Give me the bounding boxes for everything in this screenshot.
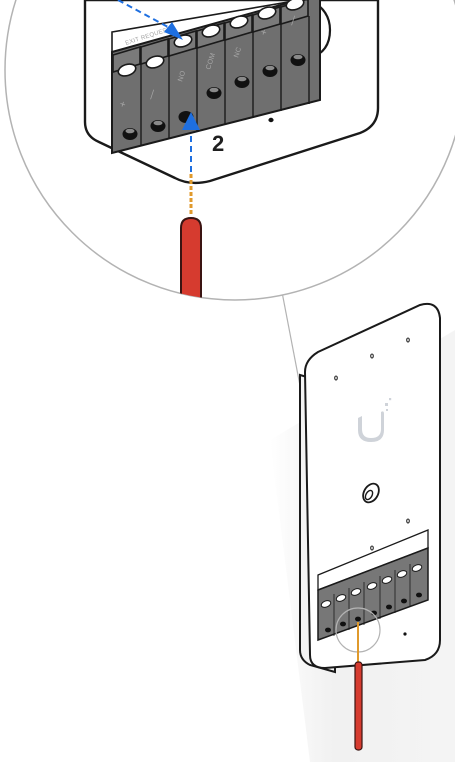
step-number-label: 2 (212, 131, 224, 156)
callout-screw-hole (268, 118, 273, 122)
zoom-callout: EXIT REQUEST (5, 0, 455, 310)
